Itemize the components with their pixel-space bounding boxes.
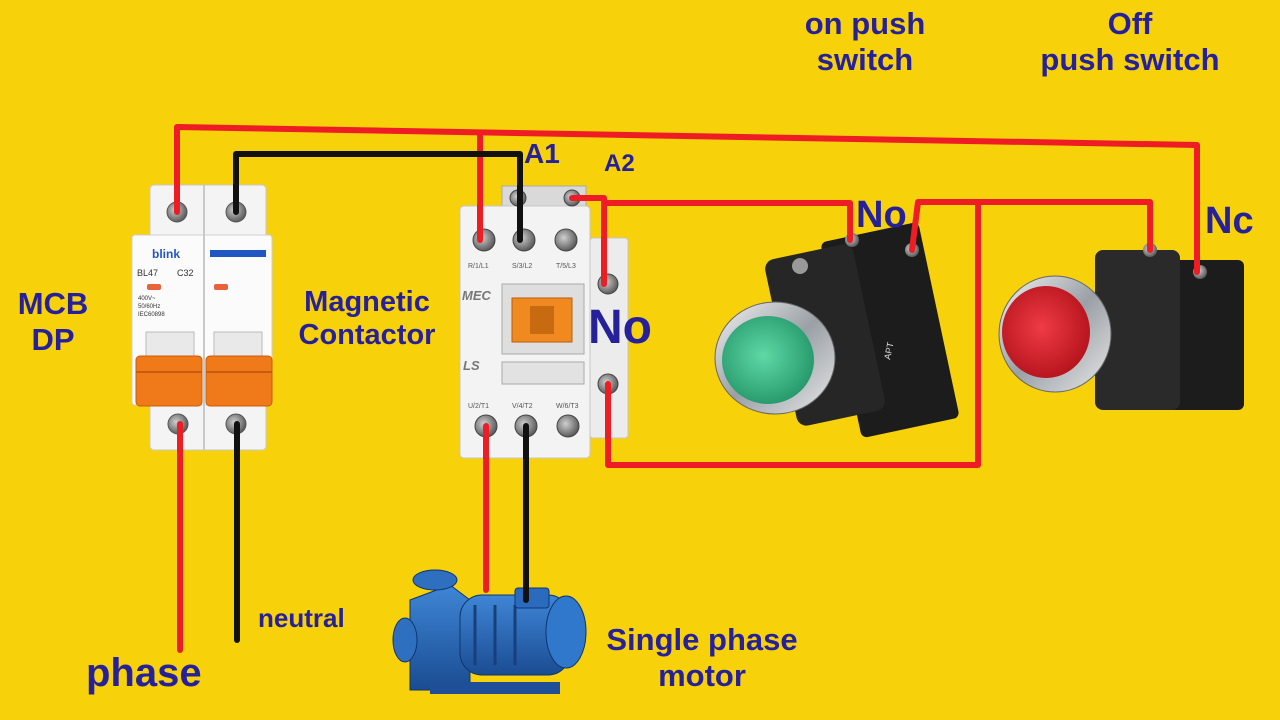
mcb-brand: blink (152, 247, 180, 261)
contactor-label-line2: Contactor (298, 319, 436, 352)
terminal-label-t5: T/5/L3 (556, 263, 576, 270)
on-push-switch-label: on push switch (790, 6, 940, 77)
phase-wire-top (174, 124, 1200, 275)
terminal-label-v4: V/4/T2 (512, 403, 533, 410)
contactor-brand: MEC (462, 288, 492, 303)
on-push-switch-label-line1: on push (804, 6, 926, 41)
mcb-label-line2: DP (31, 321, 75, 357)
mcb-label: MCB DP (8, 286, 98, 357)
control-wire-loop (605, 199, 981, 468)
mcb-rating: C32 (177, 268, 194, 278)
mcb-device: blink BL47 C32 400V~ 50/60Hz IEC60898 (131, 184, 273, 451)
contactor-no-label: No (588, 301, 652, 354)
motor-label-line1: Single phase (606, 622, 798, 657)
mcb-spec-2: 50/60Hz (138, 304, 160, 310)
wires (174, 124, 1200, 653)
mcb-spec-1: 400V~ (138, 296, 156, 302)
on-push-switch: APT (714, 222, 959, 438)
off-push-switch-label-line1: Off (1107, 6, 1153, 41)
a2-label: A2 (604, 150, 635, 177)
control-wire-to-on (601, 200, 853, 243)
motor-label: Single phase motor (592, 622, 812, 693)
neutral-wire-top (233, 151, 523, 243)
terminal-label-r1: R/1/L1 (468, 263, 489, 270)
red-button-icon (1002, 286, 1090, 378)
contactor-label-line1: Magnetic (304, 286, 430, 318)
terminal-label-w6: W/6/T3 (556, 403, 579, 410)
contactor-label: Magnetic Contactor (292, 286, 442, 353)
on-switch-maker: APT (882, 341, 896, 361)
terminal-label-s3: S/3/L2 (512, 263, 532, 270)
mcb-model: BL47 (137, 268, 158, 278)
motor-pump (392, 569, 587, 694)
mcb-lever-1 (135, 355, 203, 407)
contactor-maker: LS (463, 358, 480, 373)
mcb-lever-2 (205, 355, 273, 407)
off-push-switch-label: Off push switch (1025, 6, 1235, 77)
contactor-top-screw-1 (472, 228, 496, 252)
neutral-label: neutral (258, 603, 345, 633)
off-switch-nc-label: Nc (1205, 200, 1254, 242)
on-push-switch-label-line2: switch (816, 41, 914, 77)
contactor-top-screw-3 (554, 228, 578, 252)
off-push-switch-label-line2: push switch (1040, 41, 1220, 77)
control-wire-on-off (909, 199, 1153, 253)
contactor-top-screw-2 (512, 228, 536, 252)
on-switch-no-label: No (856, 194, 907, 236)
green-button-icon (722, 316, 814, 404)
contactor-bottom-screw-3 (556, 414, 580, 438)
mcb-spec-3: IEC60898 (138, 312, 165, 318)
control-wire-a2 (569, 195, 607, 287)
mcb-label-line1: MCB (17, 286, 89, 321)
phase-label: phase (86, 651, 202, 695)
a1-label: A1 (524, 138, 560, 169)
contactor-device: R/1/L1 S/3/L2 T/5/L3 MEC LS U/2/T1 V/4/T… (459, 185, 629, 459)
terminal-label-u2: U/2/T1 (468, 403, 489, 410)
off-push-switch (998, 243, 1244, 410)
motor-label-line2: motor (658, 657, 746, 693)
